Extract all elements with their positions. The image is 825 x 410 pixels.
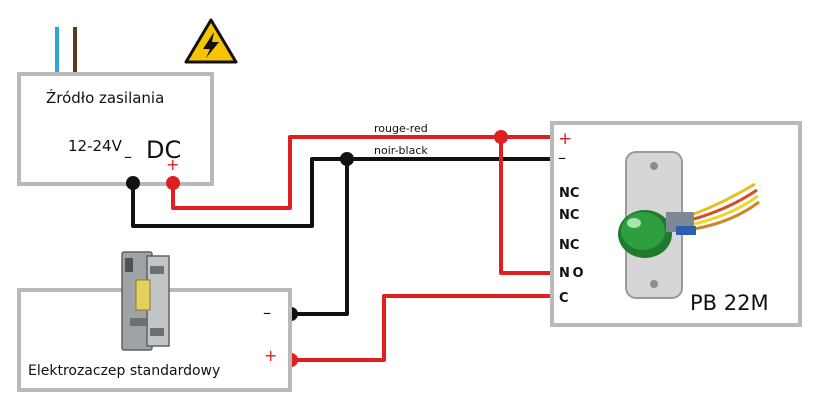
terminal-label: NC — [559, 208, 579, 223]
junction-dot — [126, 176, 140, 190]
high-voltage-warning-icon — [184, 18, 238, 64]
black-wire-label: noir-black — [374, 144, 428, 157]
exit-button-minus-sign: – — [558, 148, 566, 167]
electric-strike-minus-sign: – — [263, 303, 271, 322]
terminal-label: N O — [559, 266, 584, 281]
exit-button-plus-sign: + — [558, 129, 572, 149]
power-supply-box — [17, 72, 214, 186]
power-supply-voltage: 12-24V — [68, 137, 123, 155]
terminal-label: NC — [559, 186, 579, 201]
electric-strike-plus-sign: + — [264, 346, 277, 365]
red-wire — [171, 135, 550, 362]
electric-strike-title: Elektrozaczep standardowy — [28, 363, 220, 379]
exit-button-image — [618, 151, 760, 299]
junction-dot — [340, 152, 354, 166]
junction-dot — [494, 130, 508, 144]
power-supply-title: Źródło zasilania — [46, 88, 164, 107]
red-wire-label: rouge-red — [374, 122, 428, 135]
exit-button-model: PB 22M — [690, 291, 769, 315]
power-supply-dc: DC — [146, 136, 181, 164]
junction-dot — [166, 176, 180, 190]
electric-strike-image — [121, 251, 170, 351]
black-wire — [131, 157, 550, 316]
power-supply-plus-sign: + — [166, 155, 179, 174]
terminal-label: C — [559, 291, 569, 306]
terminal-label: NC — [559, 238, 579, 253]
power-supply-minus-sign: – — [124, 147, 132, 166]
